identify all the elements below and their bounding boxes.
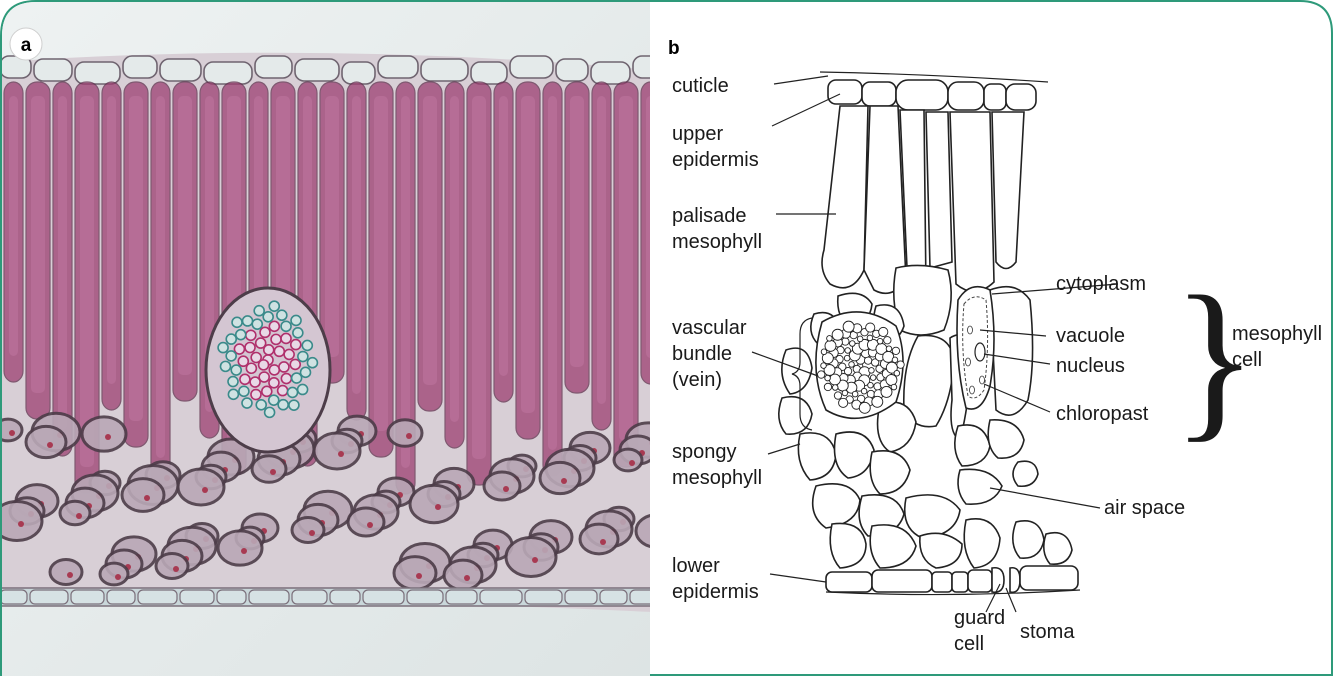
label-upper-epidermis-1: upper (672, 123, 723, 145)
label-lower-epidermis-2: epidermis (672, 581, 759, 603)
label-lower-epidermis-1: lower (672, 555, 720, 577)
label-guard-cell-1: guard (954, 607, 1005, 629)
label-mesophyll-cell-2: cell (1232, 349, 1262, 371)
label-cytoplasm: cytoplasm (1056, 273, 1146, 295)
label-chloroplast: chloropast (1056, 403, 1149, 425)
label-cuticle: cuticle (672, 75, 729, 97)
panel-a-label: a (21, 35, 32, 56)
vascular-bundle (816, 312, 904, 418)
label-mesophyll-cell-1: mesophyll (1232, 323, 1322, 345)
diagram-panel: b (668, 38, 1322, 655)
lower-epidermis-cells (826, 566, 1078, 592)
label-spongy-2: mesophyll (672, 467, 762, 489)
label-air-space: air space (1104, 497, 1185, 519)
label-vascular-3: (vein) (672, 369, 722, 391)
label-vascular-1: vascular (672, 317, 747, 339)
panel-a-badge: a (10, 28, 42, 60)
spongy-cells (779, 265, 1072, 568)
label-spongy-1: spongy (672, 441, 737, 463)
label-upper-epidermis-2: epidermis (672, 149, 759, 171)
label-palisade-1: palisade (672, 205, 747, 227)
label-vascular-2: bundle (672, 343, 732, 365)
label-nucleus: nucleus (1056, 355, 1125, 377)
mesophyll-cell-detail (957, 287, 994, 409)
panel-b-label: b (668, 38, 680, 59)
label-palisade-2: mesophyll (672, 231, 762, 253)
label-stoma: stoma (1020, 621, 1075, 643)
label-vacuole: vacuole (1056, 325, 1125, 347)
micrograph-panel (0, 0, 679, 676)
label-guard-cell-2: cell (954, 633, 984, 655)
